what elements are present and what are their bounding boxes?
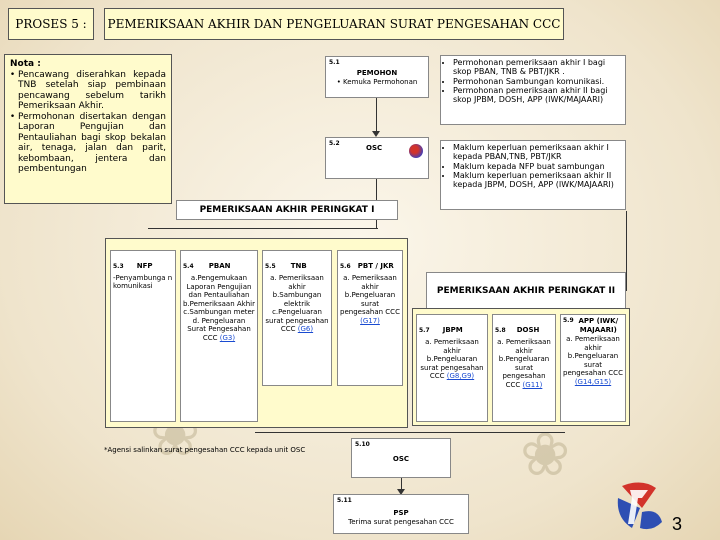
bullet-item: Permohonan pemeriksaan akhir I bagi skop…: [453, 58, 621, 77]
step-osc-final: 5.10 OSC: [351, 438, 451, 478]
guide-link[interactable]: (G6): [297, 325, 314, 333]
bullet-item: Maklum kepada NFP buat sambungan: [453, 162, 621, 171]
step-title: PBAN: [208, 262, 231, 270]
peringkat-1-label: PEMERIKSAAN AKHIR PERINGKAT I: [176, 200, 398, 220]
agensi-note: *Agensi salinkan surat pengesahan CCC ke…: [104, 446, 306, 454]
step-title: PBT / JKR: [357, 262, 394, 270]
connector: [255, 432, 565, 433]
guide-link[interactable]: (G17): [360, 316, 380, 325]
step-pban: 5.4 PBAN a.Pengemukaan Laporan Pengujian…: [180, 250, 258, 422]
nota-item: Permohonan disertakan dengan Laporan Pen…: [18, 112, 166, 175]
step-body: a. Pemeriksaan akhir b.Sambungan elektri…: [265, 274, 329, 333]
step-title: OSC: [392, 455, 410, 463]
peringkat-2-label: PEMERIKSAAN AKHIR PERINGKAT II: [426, 272, 626, 310]
bullet-item: Maklum keperluan pemeriksaan akhir I kep…: [453, 143, 621, 162]
step-body: a. Pemeriksaan akhir b.Pengeluaran surat…: [420, 338, 484, 380]
connector: [148, 228, 378, 229]
osc-logo-icon: [409, 144, 423, 158]
bullets-mid-box: Maklum keperluan pemeriksaan akhir I kep…: [440, 140, 626, 210]
step-code: 5.2: [329, 140, 340, 147]
step-title: TNB: [290, 262, 307, 270]
connector: [401, 478, 402, 490]
nota-box: Nota : Pencawang diserahkan kepada TNB s…: [4, 54, 172, 204]
step-code: 5.7: [419, 327, 430, 334]
step-desc: • Kemuka Permohonan: [336, 77, 418, 86]
step-title: PSP: [393, 509, 409, 517]
proses-label: PROSES 5 :: [8, 8, 94, 40]
step-body: a.Pengemukaan Laporan Pengujian dan Pent…: [183, 274, 255, 342]
step-body: a. Pemeriksaan akhir b.Pengeluaran surat…: [340, 274, 400, 316]
bullets-top-box: Permohonan pemeriksaan akhir I bagi skop…: [440, 55, 626, 125]
page-title: PEMERIKSAAN AKHIR DAN PENGELUARAN SURAT …: [104, 8, 564, 40]
arrow-down-icon: [372, 131, 380, 137]
step-code: 5.1: [329, 59, 340, 66]
nota-item: Pencawang diserahkan kepada TNB setelah …: [18, 70, 166, 112]
step-osc: 5.2 OSC: [325, 137, 429, 179]
step-code: 5.4: [183, 263, 194, 270]
step-jbpm: 5.7 JBPM a. Pemeriksaan akhir b.Pengelua…: [416, 314, 488, 422]
step-code: 5.9: [563, 317, 574, 324]
crest-watermark-right: ❀: [520, 420, 571, 490]
step-code: 5.6: [340, 263, 351, 270]
step-title: JBPM: [442, 326, 463, 334]
step-body: -Penyambunga n komunikasi: [113, 274, 173, 290]
step-title: DOSH: [516, 326, 540, 334]
guide-link[interactable]: (G3): [219, 333, 236, 342]
logo-icon: [612, 478, 666, 532]
nota-title: Nota :: [10, 59, 41, 69]
step-code: 5.3: [113, 263, 124, 270]
step-body: a. Pemeriksaan akhir b.Pengeluaran surat…: [563, 335, 623, 377]
step-pemohon: 5.1 PEMOHON • Kemuka Permohonan: [325, 56, 429, 98]
bullet-item: Permohonan pemeriksaan akhir II bagi sko…: [453, 86, 621, 105]
connector: [376, 220, 377, 228]
guide-link[interactable]: (G11): [522, 380, 543, 389]
step-code: 5.5: [265, 263, 276, 270]
step-tnb: 5.5 TNB a. Pemeriksaan akhir b.Sambungan…: [262, 250, 332, 386]
step-psp: 5.11 PSP Terima surat pengesahan CCC: [333, 494, 469, 534]
step-body: a. Pemeriksaan akhir b.Pengeluaran surat…: [497, 338, 551, 389]
connector: [376, 179, 377, 200]
step-title: NFP: [136, 262, 153, 270]
step-pbt-jkr: 5.6 PBT / JKR a. Pemeriksaan akhir b.Pen…: [337, 250, 403, 386]
step-code: 5.11: [337, 497, 352, 504]
guide-link[interactable]: (G8,G9): [446, 372, 475, 380]
guide-link[interactable]: (G14,G15): [574, 377, 612, 386]
step-title: APP (IWK/ MAJAARI): [578, 317, 619, 334]
step-desc: Terima surat pengesahan CCC: [348, 517, 454, 526]
connector: [626, 211, 627, 291]
bullet-item: Permohonan Sambungan komunikasi.: [453, 77, 621, 86]
step-dosh: 5.8 DOSH a. Pemeriksaan akhir b.Pengelua…: [492, 314, 556, 422]
step-code: 5.10: [355, 441, 370, 448]
step-app: 5.9 APP (IWK/ MAJAARI) a. Pemeriksaan ak…: [560, 314, 626, 422]
step-title: OSC: [366, 144, 383, 152]
bullet-item: Maklum keperluan pemeriksaan akhir II ke…: [453, 171, 621, 190]
page-number: 3: [672, 514, 683, 534]
step-code: 5.8: [495, 327, 506, 334]
connector: [376, 98, 377, 131]
arrow-down-icon: [397, 489, 405, 495]
step-title: PEMOHON: [356, 69, 398, 77]
step-nfp: 5.3 NFP -Penyambunga n komunikasi: [110, 250, 176, 422]
